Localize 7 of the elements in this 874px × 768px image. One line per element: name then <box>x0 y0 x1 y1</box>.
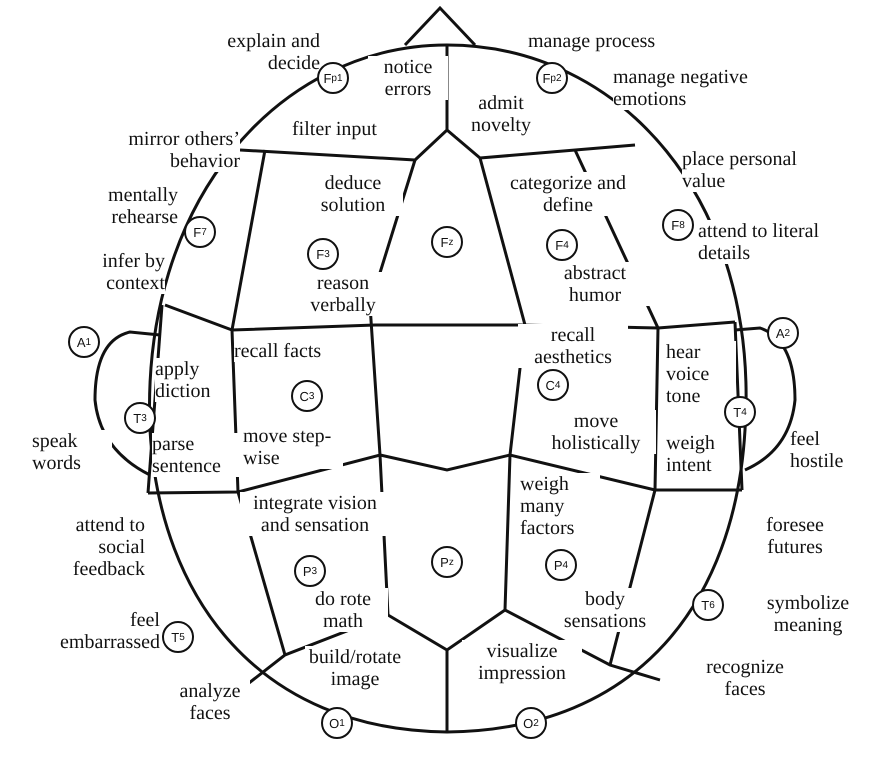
function-label: recall aesthetics <box>518 324 628 368</box>
function-label: categorize and define <box>508 172 628 216</box>
function-label: notice errors <box>368 56 448 100</box>
function-label: filter input <box>292 118 377 140</box>
function-label: visualize impression <box>462 640 582 684</box>
function-label: parse sentence <box>152 433 242 477</box>
function-label: recall facts <box>234 340 322 362</box>
